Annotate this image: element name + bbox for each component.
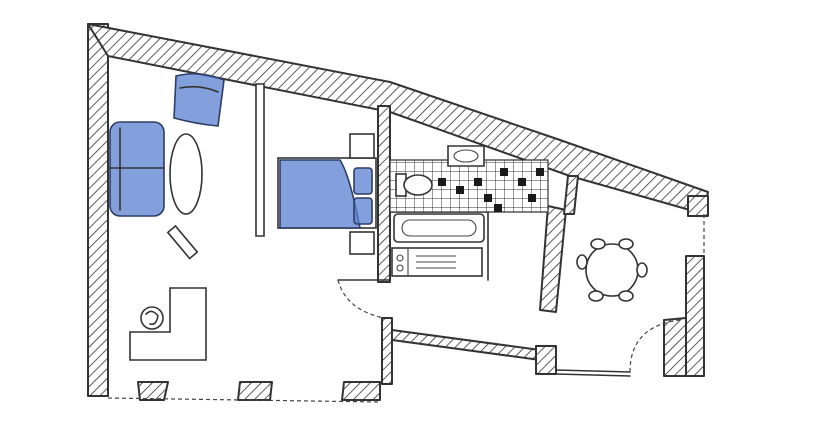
bathtub-icon (393, 213, 485, 243)
armchair-icon (173, 72, 225, 127)
office-chair-icon (140, 306, 164, 330)
bathroom (389, 145, 549, 277)
corridor-pier (535, 345, 557, 375)
nightstand-bottom-icon (349, 231, 375, 255)
right-wall-lower (685, 255, 705, 377)
entry-door-swing (337, 279, 385, 319)
outer-walls (87, 23, 709, 403)
bottom-right-wall-line-2 (555, 373, 631, 377)
coffee-table-icon (169, 133, 203, 215)
bed-icon (277, 157, 377, 229)
dining-divider-top (563, 175, 579, 215)
left-wall (87, 23, 109, 397)
toilet-icon (395, 173, 433, 197)
bedroom-bath-wall (377, 105, 391, 283)
lower-center-wall (381, 317, 393, 385)
corridor-wall (391, 329, 541, 361)
dining-door-pier (663, 317, 687, 377)
bottom-wall-pier-1 (137, 381, 169, 401)
bottom-wall-pier-3 (341, 381, 381, 401)
sink-icon (447, 145, 485, 167)
interior-walls (255, 83, 687, 385)
bottom-window-line (107, 397, 381, 403)
tile-accents (438, 168, 544, 212)
nightstand-top-icon (349, 133, 375, 159)
right-wall (687, 195, 709, 217)
bottom-wall-pier-2 (237, 381, 273, 401)
dining-table-icon (576, 238, 648, 302)
bottom-right-wall-line (555, 369, 631, 373)
living-room (109, 72, 225, 361)
dining-door-swing (629, 319, 681, 373)
stove-icon (391, 247, 483, 277)
side-shelf-icon (166, 224, 199, 260)
dining-area (576, 238, 648, 302)
tile-floor (389, 159, 549, 213)
sofa-icon (109, 121, 165, 217)
bedroom-partition (255, 83, 265, 237)
bedroom (277, 133, 377, 255)
desk-icon (129, 287, 207, 361)
dining-divider-wall (539, 205, 567, 313)
